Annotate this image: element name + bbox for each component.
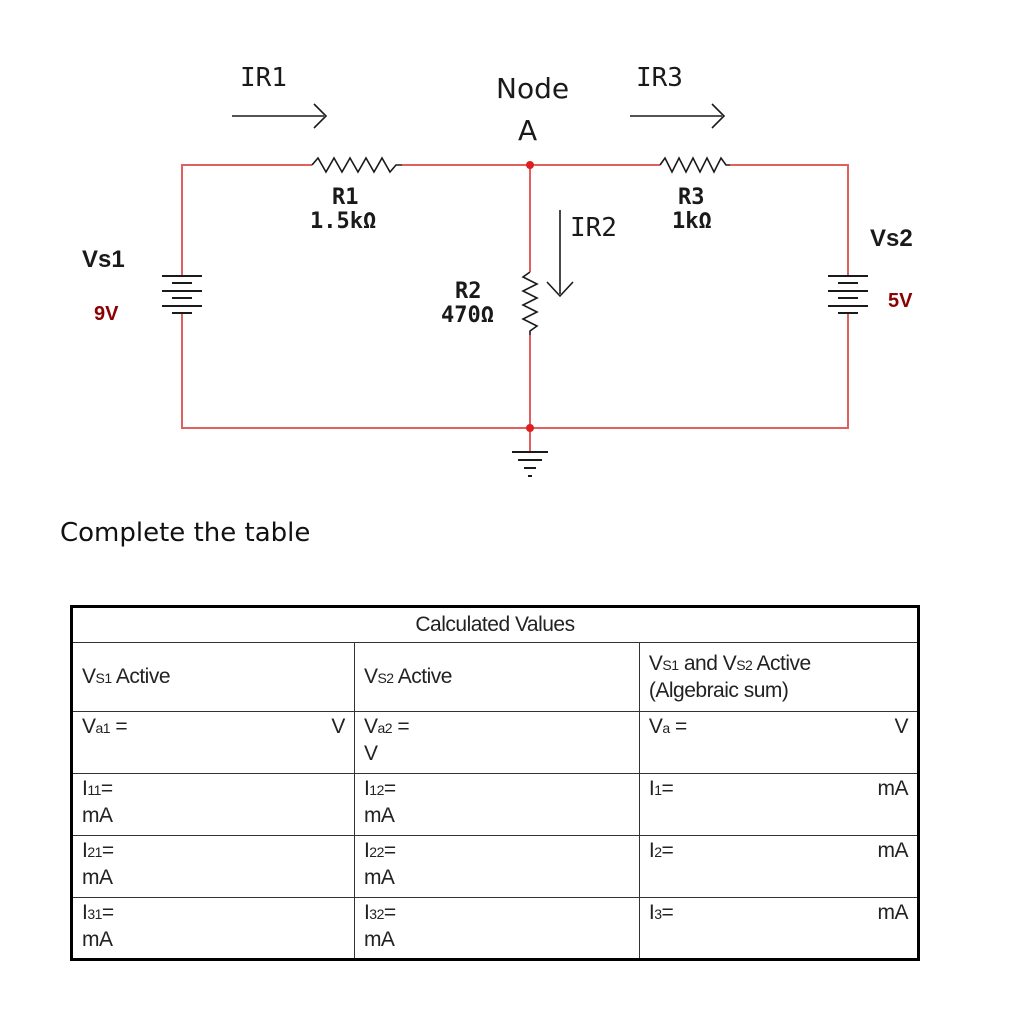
table-row: I31=mA I32=mA I3=mA [71, 897, 920, 960]
cell-i32[interactable]: I32=mA [353, 897, 640, 960]
table-row: I21=mA I22=mA I2=mA [71, 835, 920, 898]
ir1-label: IR1 [240, 63, 287, 93]
wire-bottom [181, 314, 849, 429]
ir1-arrow-icon [232, 103, 328, 129]
calculated-values-table: Calculated Values VS1 Active VS2 Active … [70, 605, 920, 961]
cell-i1[interactable]: I1=mA [638, 773, 920, 836]
instruction-text: Complete the table [60, 518, 311, 548]
cell-i31[interactable]: I31=mA [71, 897, 355, 960]
vs1-battery-symbol [162, 275, 202, 314]
cell-i12[interactable]: I12=mA [353, 773, 640, 836]
vs2-name: Vs2 [870, 225, 913, 252]
ir3-label: IR3 [636, 63, 683, 93]
r1-name: R1 [332, 185, 359, 210]
ground-node-dot [526, 424, 534, 432]
table-title: Calculated Values [71, 606, 919, 643]
vs2-value: 5V [888, 290, 913, 312]
r3-value: 1kΩ [672, 209, 712, 234]
node-label-a: A [518, 114, 537, 147]
cell-va[interactable]: Va =V [638, 711, 920, 774]
r1-resistor-symbol [311, 156, 402, 174]
r3-name: R3 [678, 185, 705, 210]
header-vs2-active: VS2 Active [353, 642, 640, 712]
r2-value: 470Ω [441, 303, 494, 328]
ground-icon [512, 451, 548, 477]
wire-right-top [730, 164, 849, 276]
cell-i22[interactable]: I22=mA [353, 835, 640, 898]
wires [181, 164, 849, 452]
ir3-arrow-icon [630, 103, 726, 129]
header-vs1-active: VS1 Active [71, 642, 355, 712]
r2-resistor-symbol [521, 271, 539, 335]
node-label: Node [496, 72, 569, 105]
ir2-label: IR2 [570, 213, 617, 243]
table-title-row: Calculated Values [71, 606, 919, 643]
vs1-name: Vs1 [82, 246, 125, 273]
table-row: I11=mA I12=mA I1=mA [71, 773, 920, 836]
cell-i11[interactable]: I11=mA [71, 773, 355, 836]
cell-va1[interactable]: Va1 =V [71, 711, 355, 774]
cell-va2[interactable]: Va2 =V [353, 711, 640, 774]
header-both-active: VS1 and VS2 Active(Algebraic sum) [638, 642, 920, 712]
wire-left-top [181, 164, 312, 276]
node-a-dot [526, 161, 534, 169]
r1-value: 1.5kΩ [310, 209, 376, 234]
vs2-battery-symbol [828, 275, 868, 314]
cell-i2[interactable]: I2=mA [638, 835, 920, 898]
table-header-row: VS1 Active VS2 Active VS1 and VS2 Active… [71, 642, 920, 712]
circuit-schematic: IR1 IR3 IR2 Node A R1 1.5kΩ R3 1kΩ R2 47… [82, 63, 913, 477]
cell-i21[interactable]: I21=mA [71, 835, 355, 898]
ir2-arrow-icon [546, 210, 574, 298]
r3-resistor-symbol [659, 156, 730, 174]
voltage-row: Va1 =V Va2 =V Va =V [71, 711, 920, 774]
vs1-value: 9V [94, 303, 119, 325]
cell-i3[interactable]: I3=mA [638, 897, 920, 960]
r2-name: R2 [455, 279, 482, 304]
